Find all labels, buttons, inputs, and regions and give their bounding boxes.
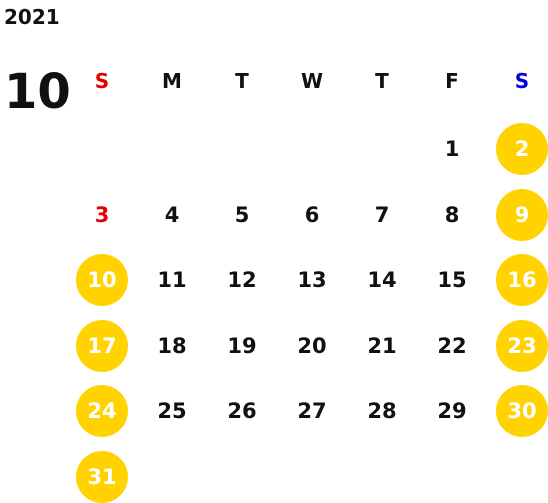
calendar-day[interactable]: 28 (367, 399, 397, 423)
calendar-day[interactable]: 15 (437, 268, 467, 292)
weekday-header: F (445, 69, 459, 93)
weekday-header: W (300, 69, 324, 93)
calendar-day[interactable]: 8 (444, 202, 460, 227)
calendar-day[interactable]: 31 (76, 450, 128, 503)
weekday-header: S (94, 69, 110, 93)
calendar-day[interactable]: 4 (164, 202, 180, 227)
calendar-day[interactable]: 7 (374, 202, 390, 227)
calendar-day[interactable]: 10 (76, 254, 128, 306)
calendar-day[interactable]: 11 (157, 268, 187, 292)
calendar-day[interactable]: 21 (367, 333, 397, 358)
calendar-day[interactable]: 9 (496, 188, 548, 241)
calendar-day[interactable]: 14 (367, 268, 397, 292)
calendar-day[interactable]: 30 (496, 385, 548, 437)
calendar-day[interactable]: 27 (297, 399, 327, 423)
calendar-day[interactable]: 13 (297, 268, 327, 292)
calendar-day[interactable]: 1 (444, 137, 460, 161)
calendar-day[interactable]: 29 (437, 399, 467, 423)
calendar-day[interactable]: 12 (227, 268, 257, 292)
calendar-day[interactable]: 24 (76, 385, 128, 437)
calendar-day[interactable]: 25 (157, 399, 187, 423)
weekday-header: S (514, 69, 530, 93)
calendar-day[interactable]: 23 (496, 319, 548, 372)
calendar-day[interactable]: 17 (76, 319, 128, 372)
calendar-day[interactable]: 5 (234, 202, 250, 227)
calendar-day[interactable]: 2 (496, 123, 548, 175)
month-number: 10 (4, 64, 71, 120)
calendar-day[interactable]: 18 (157, 333, 187, 358)
weekday-header: T (375, 69, 389, 93)
calendar-day[interactable]: 19 (227, 333, 257, 358)
calendar-day[interactable]: 26 (227, 399, 257, 423)
calendar-day[interactable]: 20 (297, 333, 327, 358)
calendar-day[interactable]: 16 (496, 254, 548, 306)
weekday-header: T (235, 69, 249, 93)
year-label: 2021 (4, 5, 60, 29)
weekday-header: M (162, 69, 182, 93)
calendar-day[interactable]: 6 (304, 202, 320, 227)
calendar-day[interactable]: 3 (94, 202, 110, 227)
calendar-day[interactable]: 22 (437, 333, 467, 358)
